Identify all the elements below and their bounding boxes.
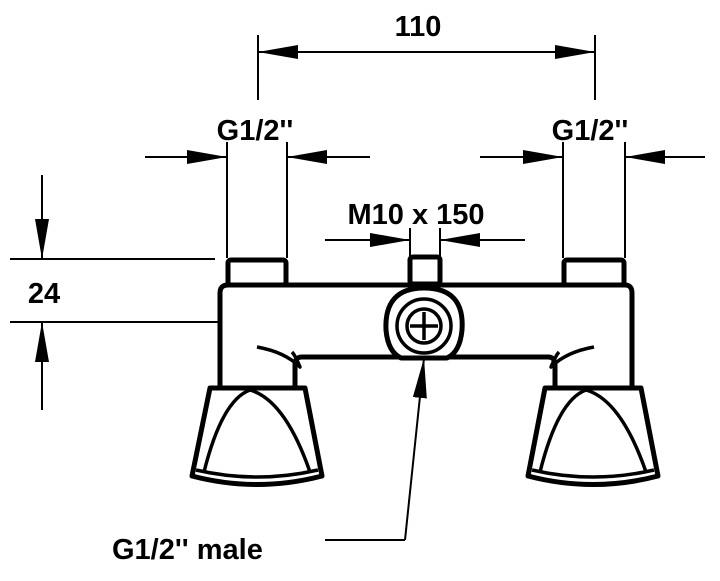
right-handle	[525, 385, 661, 487]
center-thread-label: M10 x 150	[347, 199, 484, 231]
dim-24-label: 24	[28, 278, 60, 310]
dimension-110: 110	[257, 11, 596, 100]
right-inlet-label: G1/2''	[552, 115, 629, 147]
outlet-leader: G1/2'' male	[112, 357, 427, 566]
dimension-left-inlet: G1/2''	[145, 115, 370, 258]
outlet-fitting	[383, 285, 465, 361]
left-inlet-label: G1/2''	[217, 115, 294, 147]
outlet-label: G1/2'' male	[112, 534, 263, 566]
dimension-right-inlet: G1/2''	[480, 115, 705, 258]
left-handle	[189, 385, 325, 487]
dim-110-label: 110	[395, 11, 442, 43]
mixer-body	[189, 254, 661, 487]
dimension-center-thread: M10 x 150	[325, 199, 525, 258]
dimension-24: 24	[10, 175, 380, 410]
